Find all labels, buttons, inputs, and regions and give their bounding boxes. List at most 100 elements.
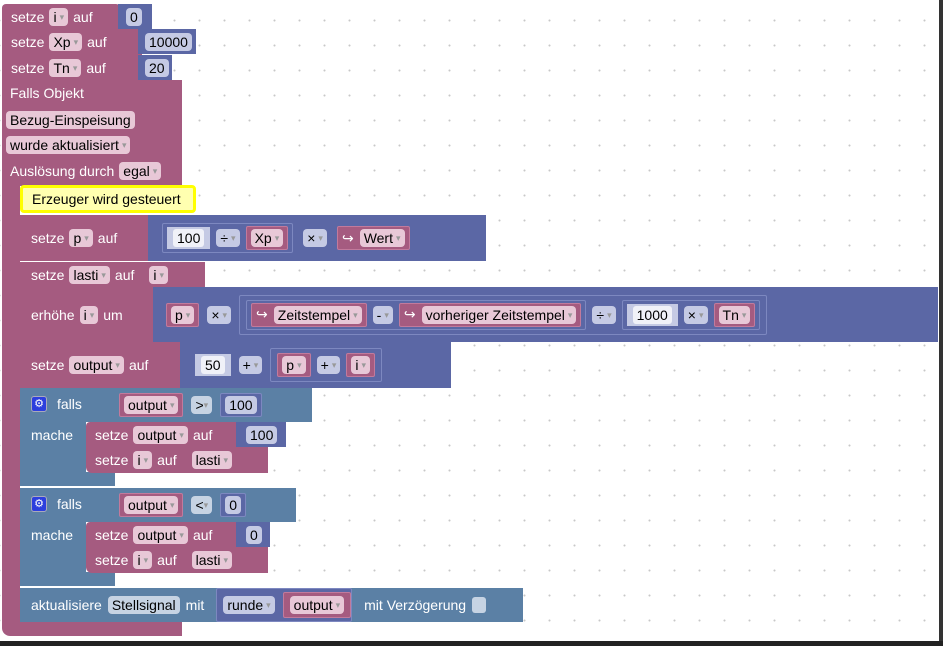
number-block[interactable]: 10000 [138, 29, 196, 54]
number-block[interactable]: 0 [236, 522, 270, 547]
number-field[interactable]: 0 [246, 525, 262, 544]
number-field[interactable]: 10000 [145, 32, 192, 51]
trigger-dropdown[interactable]: egal▾ [119, 162, 162, 180]
function-call-block[interactable]: ↪Wert▾ [336, 226, 410, 250]
round-dropdown[interactable]: runde▾ [223, 596, 275, 614]
math-multiply-inner-block[interactable]: 1000 ×▾ Tn▾ [621, 299, 761, 330]
var-dropdown[interactable]: Xp▾ [49, 33, 83, 51]
variable-block[interactable]: p▾ [277, 353, 311, 377]
variable-block[interactable]: lasti▾ [191, 551, 233, 569]
target-object-field[interactable]: Stellsignal [107, 596, 180, 614]
variable-block[interactable]: Tn▾ [713, 302, 756, 327]
operator-dropdown[interactable]: ÷▾ [216, 229, 240, 247]
math-divide-block[interactable]: ↪Zeitstempel▾ -▾ ↪vorheriger Zeitstempel… [239, 294, 768, 335]
operator-dropdown[interactable]: +▾ [238, 356, 263, 374]
number-field[interactable]: 100 [225, 396, 257, 414]
math-divide-block[interactable]: 100 ÷▾ Xp▾ [162, 223, 294, 253]
operator-dropdown[interactable]: ×▾ [207, 305, 232, 324]
number-field[interactable]: 0 [126, 7, 142, 26]
operator-dropdown[interactable]: > ▾ [191, 396, 213, 414]
setze-label: setze [31, 230, 65, 246]
scrollbar-edge [939, 0, 943, 646]
number-block[interactable]: 100 [167, 227, 211, 249]
math-plus-inner-block[interactable]: p▾ +▾ i▾ [270, 348, 382, 382]
variable-block[interactable]: i▾ [149, 265, 169, 284]
variable-block[interactable]: i▾ [346, 353, 375, 377]
var-dropdown[interactable]: Tn▾ [49, 59, 82, 77]
var-dropdown[interactable]: output▾ [133, 425, 188, 444]
auf-label: auf [97, 230, 118, 246]
number-block[interactable]: 0 [118, 4, 152, 29]
var-dropdown[interactable]: i▾ [133, 451, 153, 469]
operator-dropdown[interactable]: +▾ [316, 356, 341, 374]
delay-checkbox[interactable] [472, 597, 487, 613]
var-dropdown[interactable]: p▾ [69, 229, 93, 247]
auf-label: auf [192, 526, 213, 543]
number-field[interactable]: 50 [201, 356, 225, 374]
var-dropdown[interactable]: i▾ [79, 305, 99, 324]
variable-block[interactable]: p▾ [166, 302, 200, 327]
condition-dropdown[interactable]: wurde aktualisiert▾ [6, 136, 131, 154]
number-field[interactable]: 100 [173, 229, 205, 247]
variable-block[interactable]: output▾ [119, 393, 184, 417]
var-dropdown[interactable]: lasti▾ [69, 265, 110, 284]
var-dropdown[interactable]: i▾ [133, 551, 153, 569]
variable-block[interactable]: lasti▾ [191, 451, 233, 469]
call-arrow-icon: ↪ [341, 229, 354, 246]
variable-block[interactable]: output▾ [119, 493, 184, 517]
auf-label: auf [87, 34, 107, 50]
number-field[interactable]: 1000 [632, 305, 672, 324]
var-dropdown[interactable]: output▾ [69, 356, 124, 374]
object-id-field[interactable]: Bezug-Einspeisung [6, 111, 135, 129]
mache-label: mache [31, 527, 74, 543]
event-block-footer [2, 622, 182, 636]
round-block[interactable]: runde▾ output▾ [216, 588, 353, 622]
math-plus-block[interactable]: 50 +▾ p▾ +▾ i▾ [180, 342, 451, 388]
var-dropdown[interactable]: output▾ [133, 525, 188, 544]
if-1-header: ⚙falls [31, 396, 82, 412]
previous-timestamp-block[interactable]: ↪vorheriger Zeitstempel▾ [398, 302, 582, 327]
gear-icon[interactable]: ⚙ [31, 496, 47, 512]
timestamp-block[interactable]: ↪Zeitstempel▾ [251, 302, 367, 327]
number-block[interactable]: 100 [220, 393, 262, 417]
operator-dropdown[interactable]: ×▾ [683, 305, 708, 324]
number-block[interactable]: 50 [195, 354, 231, 376]
update-block[interactable]: aktualisiere Stellsignal mit runde▾ outp… [20, 588, 523, 622]
operator-dropdown[interactable]: ×▾ [303, 229, 327, 247]
math-minus-block[interactable]: ↪Zeitstempel▾ -▾ ↪vorheriger Zeitstempel… [246, 299, 587, 330]
number-field[interactable]: 20 [145, 58, 169, 77]
number-field[interactable]: 100 [246, 425, 278, 444]
operator-dropdown[interactable]: -▾ [372, 305, 393, 324]
number-block[interactable]: 20 [138, 55, 172, 80]
event-block-spine [2, 186, 20, 626]
setze-label: setze [11, 60, 45, 76]
gear-icon[interactable]: ⚙ [31, 396, 47, 412]
comment-block[interactable]: Erzeuger wird gesteuert [20, 185, 196, 213]
variable-block[interactable]: Xp▾ [245, 226, 289, 250]
number-field[interactable]: 0 [225, 496, 241, 514]
number-block[interactable]: 100 [236, 422, 286, 447]
compare-block[interactable]: output▾ > ▾ 100 [114, 388, 267, 422]
variable-block[interactable]: output▾ [282, 592, 352, 618]
operator-dropdown[interactable]: ÷▾ [592, 305, 616, 324]
math-multiply-block[interactable]: 100 ÷▾ Xp▾ ×▾ ↪Wert▾ [148, 215, 486, 261]
number-block[interactable]: 0 [220, 493, 246, 517]
var-dropdown[interactable]: i▾ [49, 7, 69, 26]
number-block[interactable]: 1000 [626, 303, 678, 326]
math-multiply-block[interactable]: p▾ ×▾ ↪Zeitstempel▾ -▾ ↪vorheriger Zeits… [153, 287, 938, 342]
operator-dropdown[interactable]: < ▾ [191, 496, 213, 514]
if-block-1-footer [20, 472, 115, 486]
call-arrow-icon: ↪ [256, 306, 268, 322]
compare-block[interactable]: output▾ < ▾ 0 [114, 488, 251, 522]
